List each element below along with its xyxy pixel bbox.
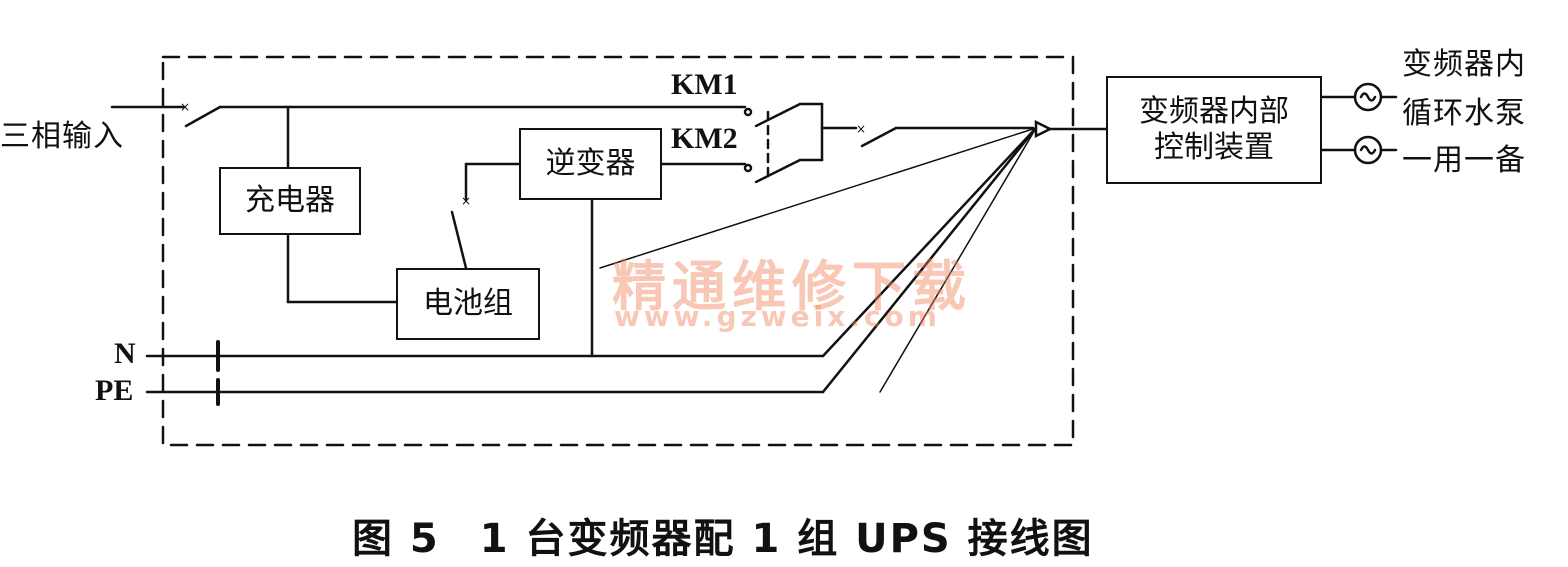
battery-switch	[450, 210, 468, 270]
charger-box: 充电器	[219, 167, 361, 235]
figure-title: 1 台变频器配 1 组 UPS 接线图	[479, 516, 1094, 562]
control-unit-box: 变频器内部 控制装置	[1106, 76, 1322, 184]
pump-label-line1: 变频器内	[1402, 47, 1526, 82]
pump-label-line2: 循环水泵	[1402, 96, 1526, 131]
inverter-box: 逆变器	[519, 128, 662, 200]
pump-label-line3: 一用一备	[1402, 143, 1526, 178]
ups-enclosure	[161, 55, 1075, 447]
watermark-title: 精通维修下载	[612, 255, 972, 318]
output-breaker	[860, 126, 898, 148]
figure-number: 图 5	[352, 516, 440, 562]
km1-label: KM1	[671, 68, 738, 101]
charger-label: 充电器	[245, 183, 335, 218]
control-label-line1: 变频器内部	[1139, 94, 1289, 129]
output-terminal	[1034, 119, 1053, 139]
svg-text:×: ×	[856, 122, 866, 136]
svg-text:×: ×	[461, 194, 471, 208]
n-label: N	[114, 337, 136, 370]
input-label: 三相输入	[0, 119, 124, 154]
watermark-url: www.gzweix.com	[614, 300, 941, 333]
input-breaker	[184, 105, 222, 128]
km1-contact	[743, 107, 753, 117]
battery-label: 电池组	[423, 286, 513, 321]
battery-box: 电池组	[396, 268, 540, 340]
pe-label: PE	[95, 374, 134, 407]
km2-contact	[743, 163, 753, 173]
figure-caption: 图 5 1 台变频器配 1 组 UPS 接线图	[352, 506, 1094, 564]
inverter-label: 逆变器	[545, 146, 636, 181]
km2-label: KM2	[671, 122, 738, 155]
control-label-line2: 控制装置	[1154, 130, 1274, 165]
svg-text:×: ×	[180, 100, 190, 114]
